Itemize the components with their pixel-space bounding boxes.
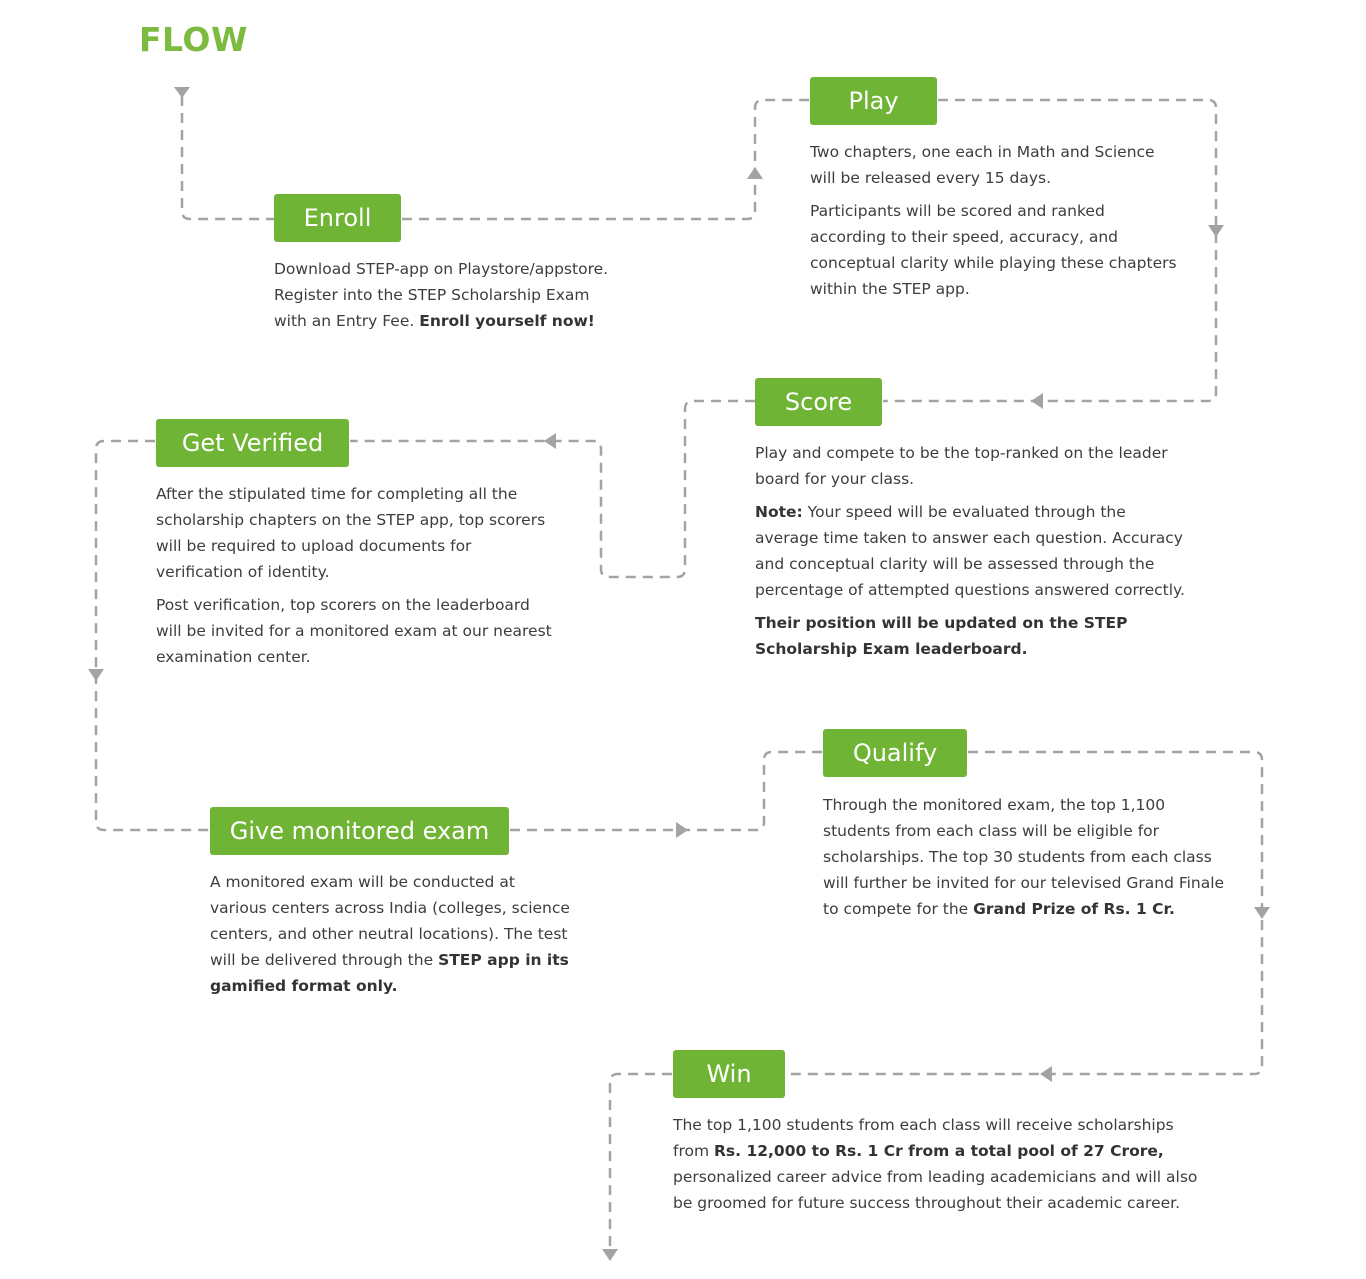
step-description-give-monitored-exam: A monitored exam will be conducted at va… xyxy=(210,869,575,1006)
enroll-cta-text: Enroll yourself now! xyxy=(419,312,595,330)
step-description-qualify: Through the monitored exam, the top 1,10… xyxy=(823,792,1233,929)
arrow-left-icon xyxy=(544,433,556,449)
arrow-up-icon xyxy=(747,167,763,179)
connector-enroll-play xyxy=(402,98,810,221)
arrow-left-icon xyxy=(1031,393,1043,409)
connector-win-end xyxy=(608,1072,672,1250)
step-badge-give-monitored-exam: Give monitored exam xyxy=(210,807,509,855)
arrow-left-icon xyxy=(1040,1066,1052,1082)
score-paragraph-1: Play and compete to be the top-ranked on… xyxy=(755,444,1168,488)
step-description-win: The top 1,100 students from each class w… xyxy=(673,1112,1203,1223)
connector-start-enroll xyxy=(180,96,274,221)
arrow-down-icon xyxy=(88,669,104,681)
connector-score-verified xyxy=(350,399,755,579)
enroll-text: Download STEP-app on Playstore/appstore.… xyxy=(274,260,609,330)
arrow-down-icon xyxy=(1208,225,1224,237)
win-text-2: personalized career advice from leading … xyxy=(673,1168,1198,1212)
arrow-down-icon xyxy=(602,1249,618,1261)
step-badge-win: Win xyxy=(673,1050,785,1098)
verified-paragraph-1: After the stipulated time for completing… xyxy=(156,485,546,581)
exam-bold-text: STEP app in its gamified format only. xyxy=(210,951,569,995)
step-badge-get-verified: Get Verified xyxy=(156,419,349,467)
verified-paragraph-2: Post verification, top scorers on the le… xyxy=(156,596,552,666)
step-description-get-verified: After the stipulated time for completing… xyxy=(156,481,556,677)
connector-play-score xyxy=(883,98,1218,403)
connector-exam-qualify xyxy=(510,750,823,832)
step-description-play: Two chapters, one each in Math and Scien… xyxy=(810,139,1180,309)
win-bold-text: Rs. 12,000 to Rs. 1 Cr from a total pool… xyxy=(714,1142,1164,1160)
arrow-down-icon xyxy=(174,87,190,98)
qualify-text: Through the monitored exam, the top 1,10… xyxy=(823,796,1225,918)
page-title: FLOW xyxy=(139,20,248,59)
step-badge-qualify: Qualify xyxy=(823,729,967,777)
step-description-enroll: Download STEP-app on Playstore/appstore.… xyxy=(274,256,619,341)
arrow-down-icon xyxy=(1254,907,1270,919)
connector-verified-exam xyxy=(94,439,210,832)
win-text-1: The top 1,100 students from each class w… xyxy=(673,1116,1174,1160)
step-badge-score: Score xyxy=(755,378,882,426)
step-badge-play: Play xyxy=(810,77,937,125)
arrow-right-icon xyxy=(676,822,688,838)
play-paragraph-1: Two chapters, one each in Math and Scien… xyxy=(810,143,1155,187)
score-note-text: Your speed will be evaluated through the… xyxy=(755,503,1185,599)
step-description-score: Play and compete to be the top-ranked on… xyxy=(755,440,1190,669)
score-note-label: Note: xyxy=(755,503,803,521)
score-paragraph-3: Their position will be updated on the ST… xyxy=(755,614,1128,658)
play-paragraph-2: Participants will be scored and ranked a… xyxy=(810,202,1177,298)
qualify-bold-text: Grand Prize of Rs. 1 Cr. xyxy=(973,900,1175,918)
exam-text: A monitored exam will be conducted at va… xyxy=(210,873,570,969)
step-badge-enroll: Enroll xyxy=(274,194,401,242)
